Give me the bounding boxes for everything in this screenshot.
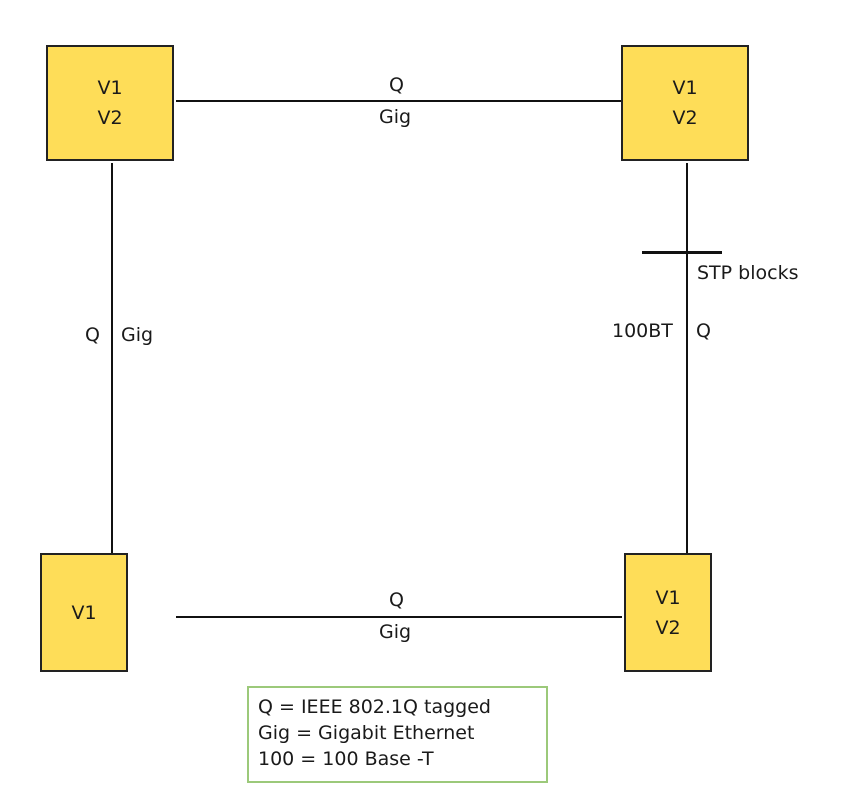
link-left <box>111 163 113 555</box>
vlan-label: V1 <box>71 601 97 624</box>
vlan-label: V2 <box>655 616 681 639</box>
switch-top-left[interactable]: V1 V2 <box>46 45 174 161</box>
switch-top-right[interactable]: V1 V2 <box>621 45 749 161</box>
stp-blocks-label: STP blocks <box>697 262 799 284</box>
link-top-label-below: Gig <box>379 106 412 128</box>
switch-bottom-right[interactable]: V1 V2 <box>624 553 712 672</box>
legend-box: Q = IEEE 802.1Q tagged Gig = Gigabit Eth… <box>247 686 548 783</box>
vlan-label: V2 <box>672 107 698 129</box>
vlan-label: V1 <box>97 77 123 99</box>
link-right-label-right: Q <box>696 320 711 342</box>
link-right-label-left: 100BT <box>612 320 673 342</box>
legend-item: Q = IEEE 802.1Q tagged <box>258 696 491 718</box>
stp-block-marker <box>642 251 722 254</box>
vlan-label: V2 <box>97 107 123 129</box>
vlan-label: V1 <box>655 586 681 609</box>
link-top <box>176 100 622 102</box>
legend-item: Gig = Gigabit Ethernet <box>258 722 475 744</box>
link-bottom-label-below: Gig <box>379 621 412 643</box>
vlan-label: V1 <box>672 77 698 99</box>
link-bottom <box>176 616 622 618</box>
switch-bottom-left[interactable]: V1 <box>40 553 128 672</box>
link-top-label-above: Q <box>389 74 404 96</box>
link-left-label-left: Q <box>85 324 100 346</box>
link-left-label-right: Gig <box>121 324 154 346</box>
legend-item: 100 = 100 Base -T <box>258 748 434 770</box>
link-right <box>686 163 688 555</box>
link-bottom-label-above: Q <box>389 589 404 611</box>
